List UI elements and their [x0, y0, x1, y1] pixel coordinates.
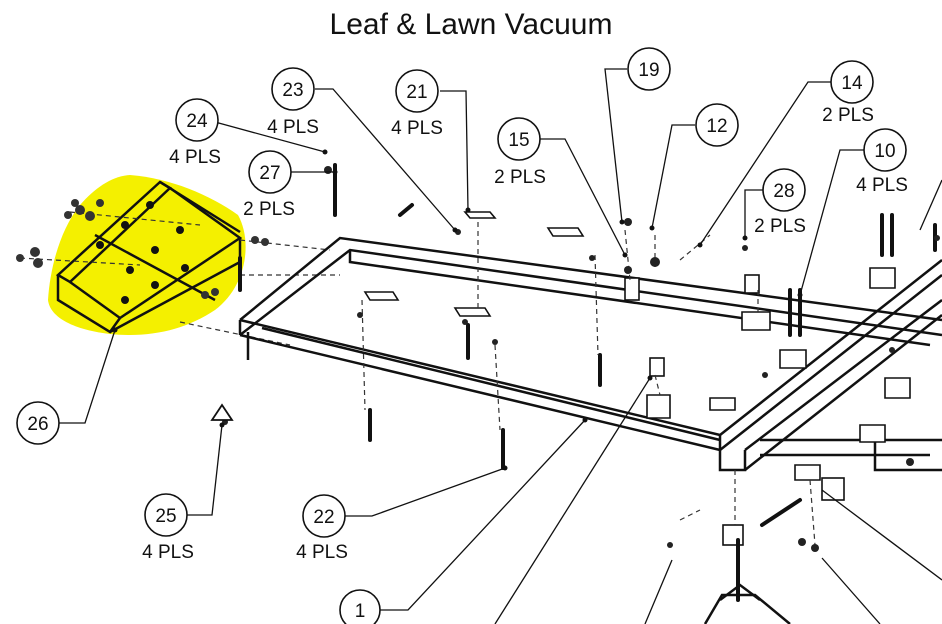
callout-number: 10	[874, 141, 895, 162]
callout-qty: 2 PLS	[822, 105, 874, 126]
main-frame	[238, 236, 942, 472]
callout-number: 23	[282, 80, 303, 101]
callout-qty: 4 PLS	[391, 118, 443, 139]
callout-qty: 4 PLS	[142, 542, 194, 563]
bolts	[238, 163, 937, 602]
callout-25: 25 4 PLS	[142, 493, 194, 563]
callout-qty: 2 PLS	[754, 216, 806, 237]
callout-number: 28	[773, 181, 794, 202]
dashed-fastener-lines	[19, 211, 340, 346]
bracket-part-26	[55, 180, 243, 334]
callout-number: 14	[841, 73, 863, 94]
bracket-holes	[96, 201, 189, 304]
callout-number: 21	[406, 82, 427, 103]
callout-10: 10 4 PLS	[856, 128, 908, 196]
leader-lines	[58, 68, 942, 624]
callout-number: 19	[638, 60, 659, 81]
callout-number: 15	[508, 130, 529, 151]
callout-number: 22	[313, 507, 334, 528]
callout-qty: 4 PLS	[296, 542, 348, 563]
callout-12: 12	[695, 103, 739, 147]
callout-number: 12	[706, 116, 727, 137]
callout-number: 25	[155, 506, 176, 527]
callout-21: 21 4 PLS	[391, 69, 443, 139]
arrow-heads	[112, 149, 803, 471]
callout-qty: 2 PLS	[494, 167, 546, 188]
callout-28: 28 2 PLS	[754, 168, 806, 237]
callout-number: 24	[186, 111, 208, 132]
callout-qty: 2 PLS	[243, 199, 295, 220]
callout-27: 27 2 PLS	[243, 150, 295, 220]
callout-26: 26	[16, 401, 60, 445]
callout-24: 24 4 PLS	[169, 98, 221, 168]
diagram-title: Leaf & Lawn Vacuum	[329, 8, 613, 41]
callout-15: 15 2 PLS	[494, 117, 546, 188]
callout-number: 1	[355, 601, 366, 622]
callout-1: 1	[339, 589, 381, 624]
callout-14: 14 2 PLS	[822, 60, 874, 126]
callout-number: 27	[259, 163, 280, 184]
callout-qty: 4 PLS	[169, 147, 221, 168]
fasteners-left	[16, 199, 269, 299]
callout-number: 26	[27, 414, 48, 435]
dashed-vertical-lines	[361, 222, 816, 546]
callout-22: 22 4 PLS	[296, 494, 348, 563]
callout-23: 23 4 PLS	[267, 67, 319, 138]
lower-assembly	[703, 583, 791, 624]
callout-qty: 4 PLS	[856, 175, 908, 196]
callout-qty: 4 PLS	[267, 117, 319, 138]
corner-bracket-25	[210, 403, 234, 421]
callout-19: 19	[627, 47, 671, 91]
